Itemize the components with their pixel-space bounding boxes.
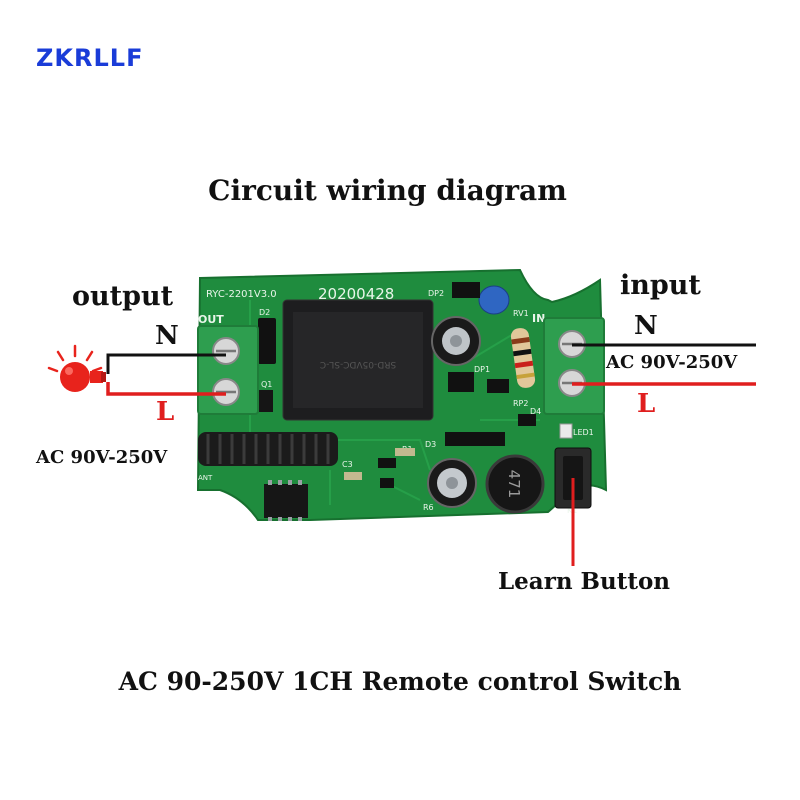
output-live-wire (106, 382, 226, 396)
silk-c3: C3 (342, 460, 353, 469)
silk-q1: Q1 (261, 380, 272, 389)
silk-r6: R6 (423, 503, 434, 512)
silk-dp2: DP2 (428, 289, 444, 298)
blue-capacitor (478, 285, 510, 315)
silk-d3: D3 (425, 440, 436, 449)
silk-ant: ANT (198, 474, 213, 482)
output-neutral-label: N (155, 321, 179, 351)
inductor-marking: 471 (505, 470, 523, 499)
inductor (485, 454, 545, 514)
diagram-title: Circuit wiring diagram (208, 174, 567, 207)
led1 (559, 423, 573, 439)
smd-chip-5 (380, 478, 394, 488)
brand-logo: ZKRLLF (36, 44, 144, 72)
smd-resistor-1 (344, 472, 362, 480)
smd-chip-1 (448, 372, 474, 392)
output-live-label: L (156, 397, 175, 427)
in-terminal-label: IN (532, 312, 545, 325)
output-voltage-label: AC 90V-250V (36, 447, 168, 468)
smd-resistor-2 (395, 448, 415, 456)
input-neutral-label: N (634, 311, 658, 341)
component-dp2 (452, 282, 480, 298)
diode-d2 (258, 318, 276, 364)
board-model-label: RYC-2201V3.0 (206, 289, 277, 300)
output-heading: output (72, 281, 174, 312)
antenna-coil (198, 432, 338, 466)
silk-led1: LED1 (573, 428, 594, 437)
smd-chip-2 (487, 379, 509, 393)
silk-d4: D4 (530, 407, 541, 416)
silk-rv1: RV1 (513, 309, 529, 318)
input-heading: input (620, 270, 701, 301)
output-neutral-wire (106, 353, 226, 374)
transistor-q1 (259, 390, 273, 412)
ic-chip (264, 484, 308, 518)
input-terminal-block (543, 317, 605, 415)
smd-chip-4 (378, 458, 396, 468)
relay-marking: SRD-05VDC-SL-C (320, 359, 396, 369)
smd-chip-3 (445, 432, 505, 446)
input-voltage-label: AC 90V-250V (606, 352, 738, 373)
out-terminal-label: OUT (198, 313, 224, 326)
board-date-label: 20200428 (318, 285, 394, 303)
product-caption: AC 90-250V 1CH Remote control Switch (118, 667, 682, 696)
light-bulb-icon (47, 344, 106, 392)
output-terminal-block (197, 325, 259, 415)
learn-button-label: Learn Button (498, 568, 671, 595)
silk-dp1: DP1 (474, 365, 490, 374)
silk-rp2: RP2 (513, 399, 528, 408)
input-live-label: L (637, 389, 656, 419)
smd-chip-6 (518, 414, 536, 426)
silk-d2: D2 (259, 308, 270, 317)
